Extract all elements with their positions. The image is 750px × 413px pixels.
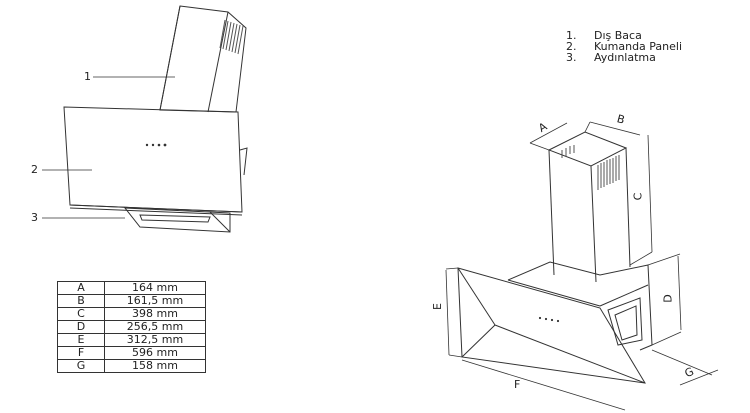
legend-label: Aydınlatma (594, 51, 656, 64)
dim-label-a: A (536, 119, 550, 136)
legend-item: 2. Kumanda Paneli (566, 40, 683, 53)
dim-label-b: B (615, 112, 627, 127)
hood-side-view-drawing (42, 5, 248, 233)
dim-label-g: G (682, 364, 696, 381)
dim-label-c: C (631, 192, 645, 201)
parts-legend: 1. Dış Baca 2. Kumanda Paneli 3. Aydınla… (566, 30, 682, 63)
callout-3-lighting: 3 (31, 211, 38, 224)
legend-label: Dış Baca (594, 29, 642, 42)
dim-label-e: E (430, 303, 444, 310)
legend-item: 3. Aydınlatma (566, 51, 656, 64)
legend-item: 1. Dış Baca (566, 29, 642, 42)
dim-label-f: F (514, 378, 521, 391)
legend-label: Kumanda Paneli (594, 40, 683, 53)
callout-2-control-panel: 2 (31, 163, 38, 176)
dim-label-d: D (661, 294, 675, 303)
callout-1-chimney: 1 (84, 70, 91, 83)
